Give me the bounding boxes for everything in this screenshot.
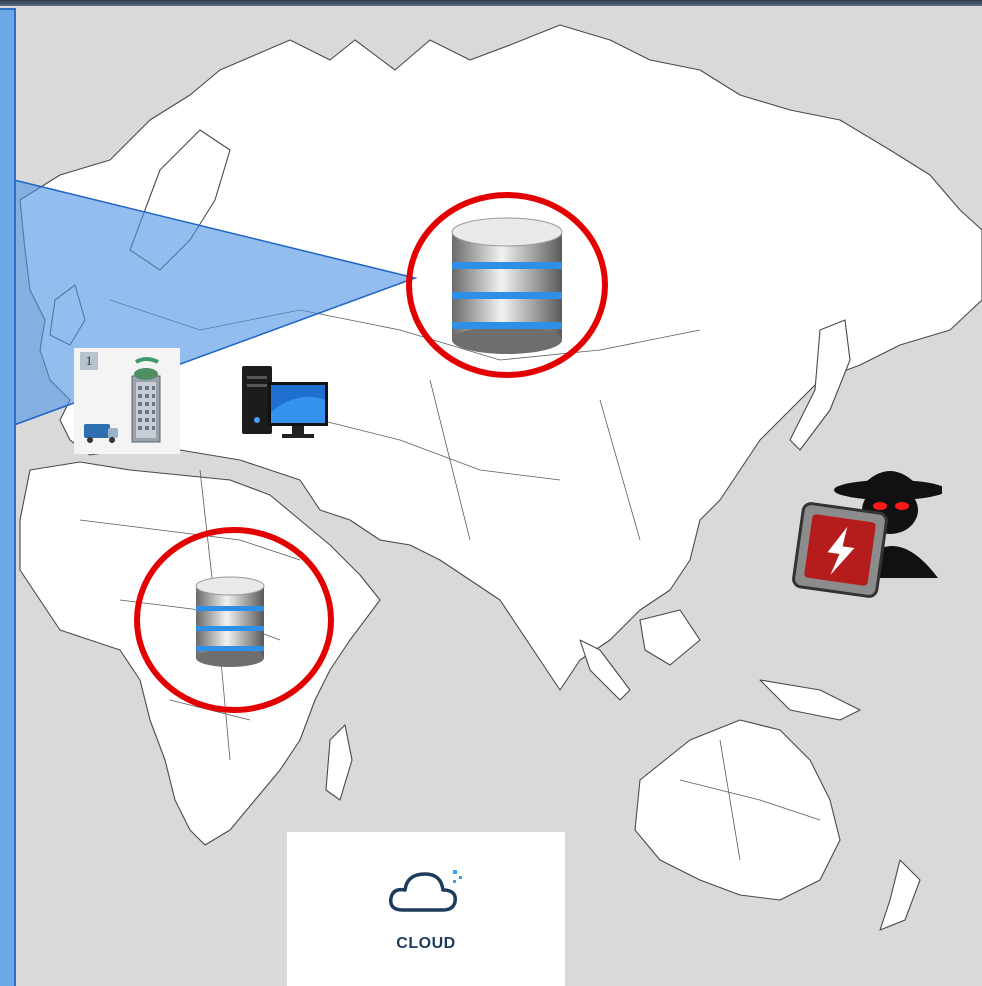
database-eurasia-group[interactable] bbox=[404, 190, 610, 380]
landmass-new-zealand bbox=[879, 859, 921, 931]
landmass-new-guinea bbox=[759, 679, 861, 721]
landmass-japan bbox=[789, 319, 851, 451]
database-africa-group[interactable] bbox=[132, 526, 338, 718]
office-building-box[interactable]: 1 bbox=[74, 348, 180, 454]
cloud-box[interactable]: CLOUD bbox=[287, 832, 565, 986]
window-top-edge bbox=[0, 0, 982, 6]
highlight-ring-eurasia bbox=[406, 192, 608, 378]
database-icon bbox=[195, 576, 265, 667]
hacker-spy-icon[interactable] bbox=[790, 454, 942, 606]
landmass-australia bbox=[634, 719, 841, 901]
database-icon bbox=[451, 217, 563, 354]
landmass-borneo bbox=[639, 609, 701, 666]
left-side-panel bbox=[0, 8, 16, 986]
desktop-computer-icon[interactable] bbox=[238, 362, 332, 444]
office-badge: 1 bbox=[80, 352, 98, 370]
highlight-ring-africa bbox=[134, 527, 334, 713]
landmass-sumatra bbox=[579, 639, 631, 701]
cloud-label: CLOUD bbox=[396, 935, 456, 952]
cloud-icon bbox=[389, 870, 462, 912]
landmass-madagascar bbox=[325, 724, 353, 801]
lightning-alert-icon bbox=[792, 502, 888, 598]
office-building-icon bbox=[84, 357, 161, 443]
